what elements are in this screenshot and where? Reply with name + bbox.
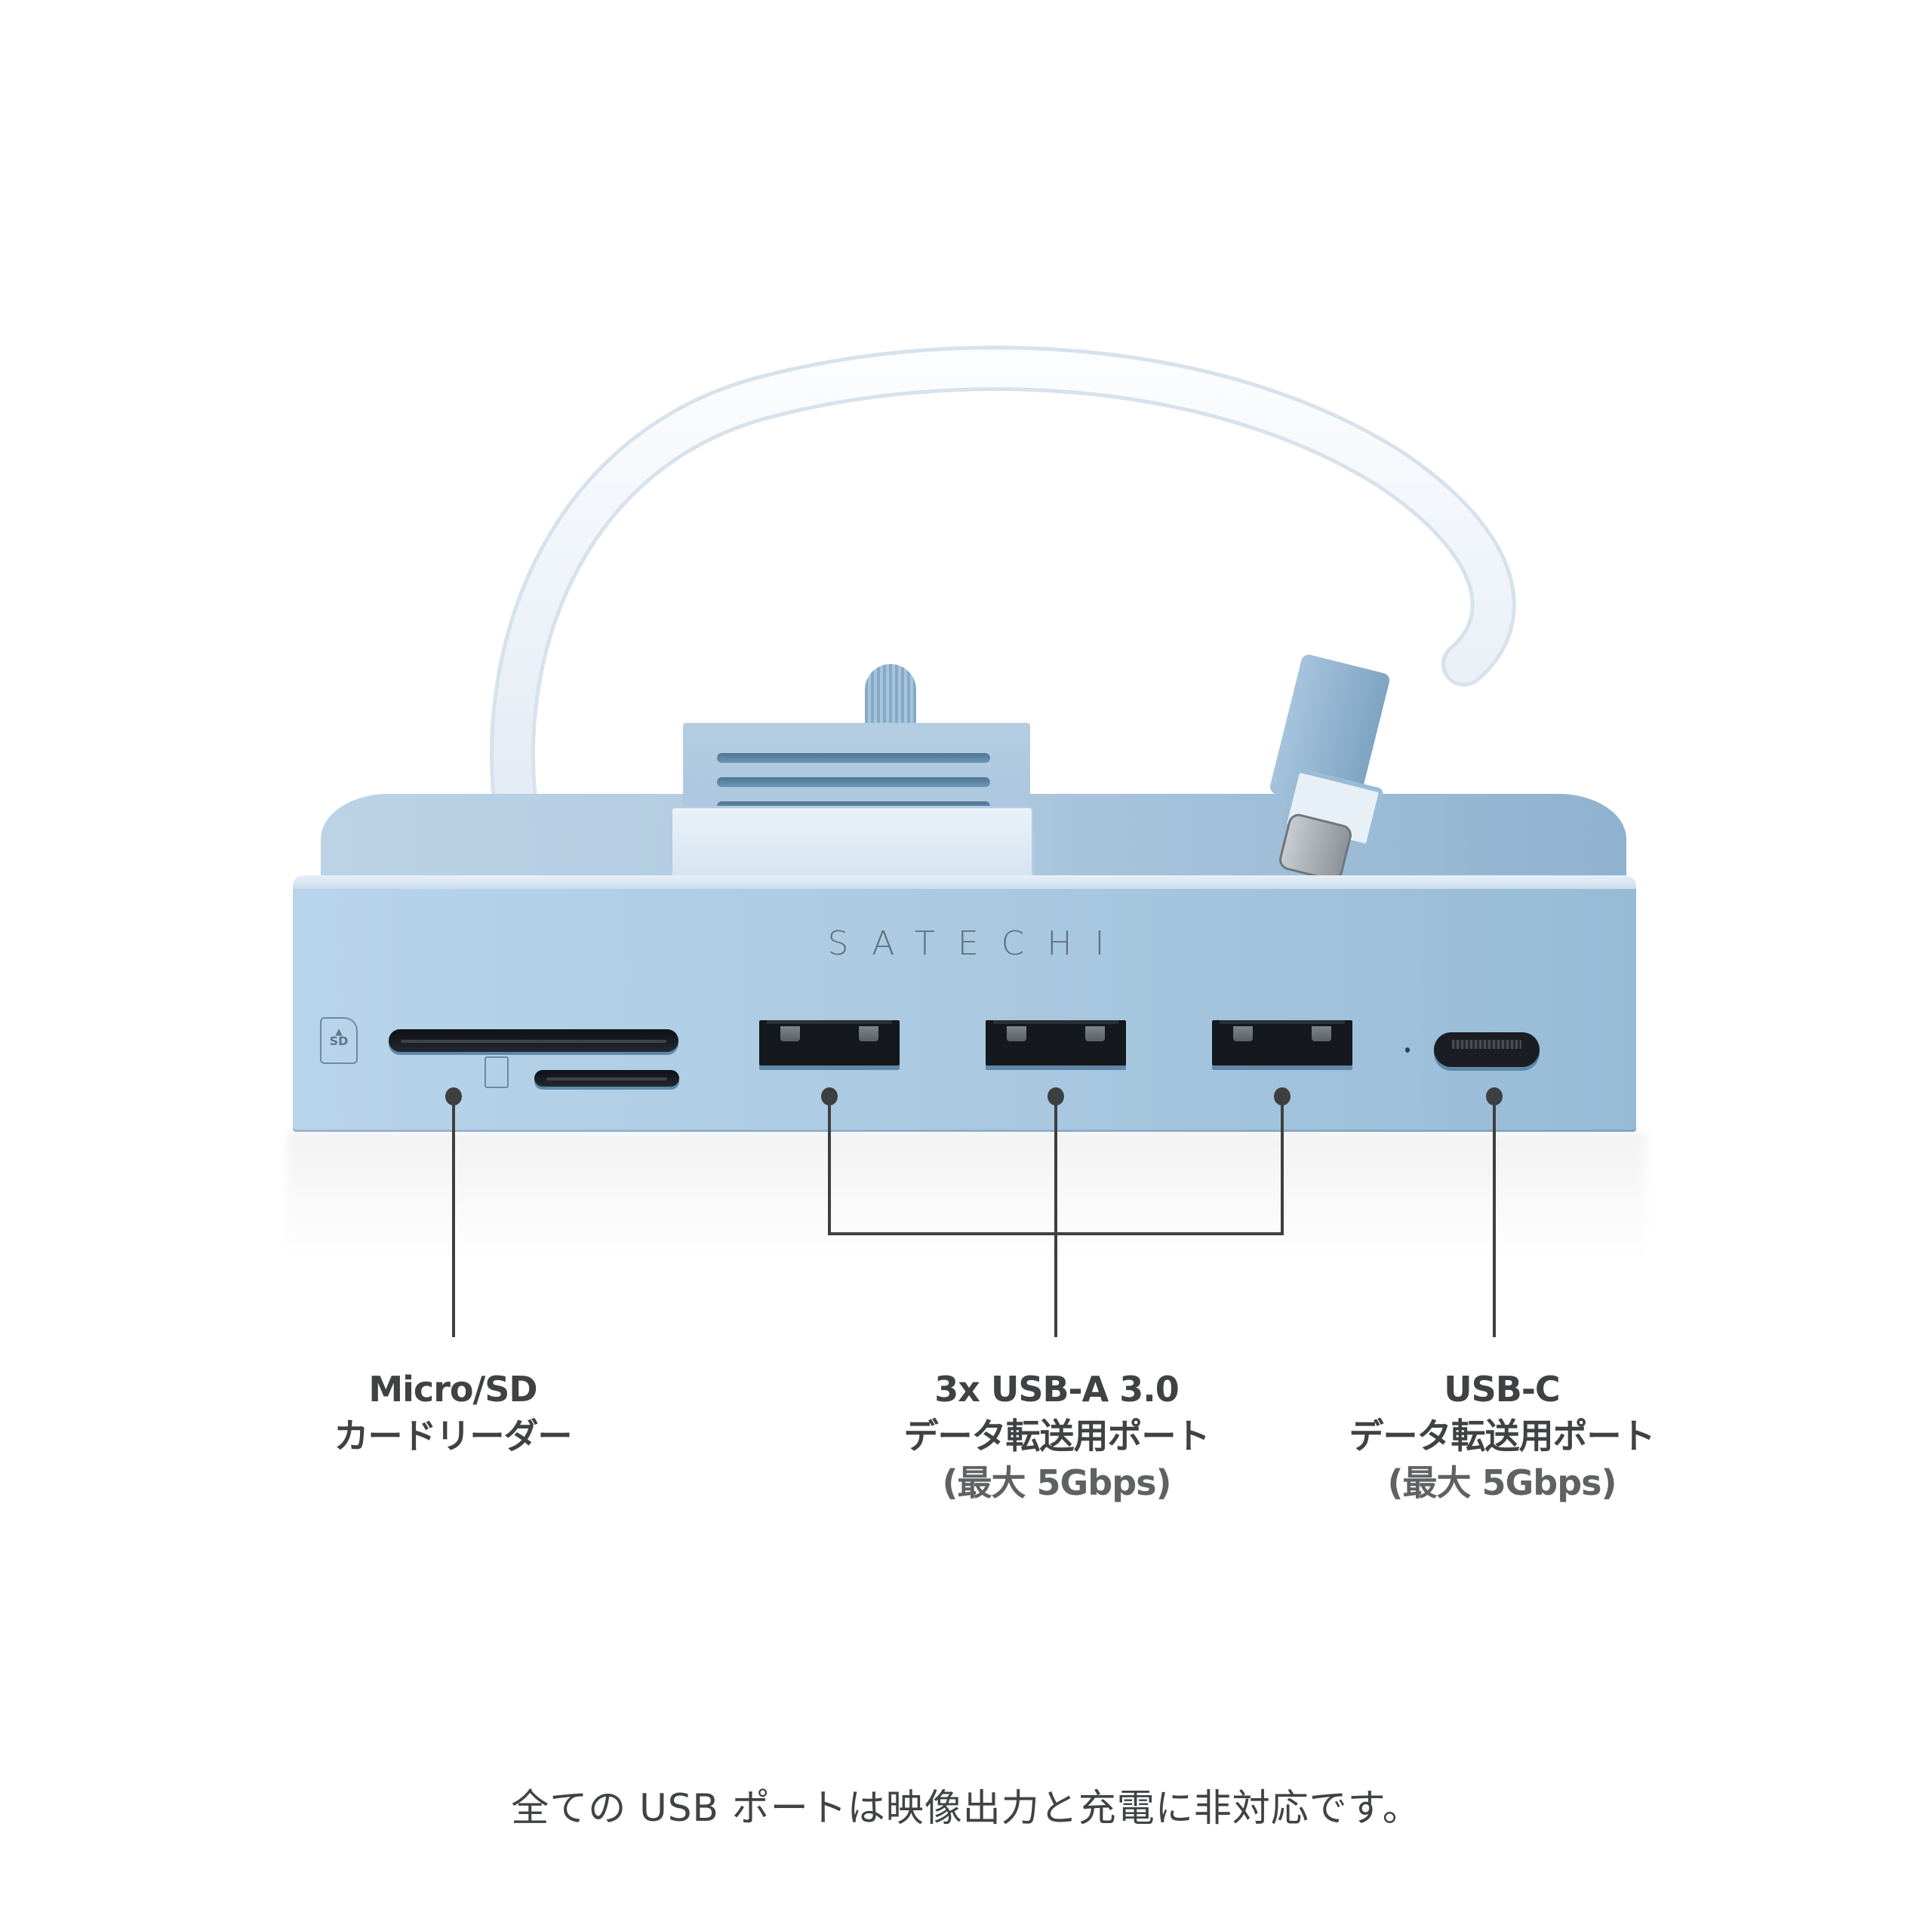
sd-card-icon-arrow: ▲ bbox=[335, 1026, 343, 1037]
callout-line-card-reader bbox=[452, 1102, 455, 1337]
microsd-card-slot[interactable] bbox=[534, 1070, 679, 1087]
callout-dot-usb-a-1 bbox=[821, 1087, 838, 1105]
callout-dot-usb-a-3 bbox=[1274, 1087, 1291, 1105]
callout-speed: (最大 5Gbps) bbox=[1387, 1462, 1617, 1503]
callout-dot-usb-c bbox=[1486, 1087, 1503, 1105]
port-tongue bbox=[993, 1020, 1118, 1024]
callout-description: データ転送用ポート bbox=[1349, 1416, 1656, 1456]
usb-c-port[interactable] bbox=[1434, 1032, 1540, 1067]
callout-title: USB-C bbox=[1444, 1369, 1560, 1410]
callout-line-usb-a-3 bbox=[1281, 1102, 1284, 1235]
brand-logo: SATECHI bbox=[827, 924, 1128, 963]
port-tongue bbox=[767, 1020, 892, 1024]
microsd-card-icon bbox=[485, 1056, 509, 1088]
sd-card-icon: ▲ SD bbox=[320, 1017, 358, 1064]
clamp-slot bbox=[717, 753, 990, 763]
usb-a-port-1[interactable] bbox=[759, 1020, 900, 1065]
callout-label-usb-a: 3x USB-A 3.0 データ転送用ポート (最大 5Gbps) bbox=[853, 1366, 1260, 1506]
port-tongue bbox=[1220, 1020, 1345, 1024]
port-spring-tab bbox=[1007, 1026, 1026, 1041]
hub-front-face bbox=[293, 889, 1636, 1132]
callout-speed: (最大 5Gbps) bbox=[942, 1462, 1171, 1503]
callout-bracket-usb-a bbox=[828, 1232, 1284, 1235]
callout-title: Micro/SD bbox=[368, 1369, 537, 1410]
port-spring-tab bbox=[1233, 1026, 1253, 1041]
callout-dot-card-reader bbox=[445, 1087, 462, 1105]
usb-a-port-3[interactable] bbox=[1212, 1020, 1352, 1065]
product-shadow bbox=[287, 1132, 1645, 1260]
port-spring-tab bbox=[1085, 1026, 1105, 1041]
port-spring-tab bbox=[780, 1026, 800, 1041]
callout-description: カードリーダー bbox=[334, 1416, 573, 1456]
callout-line-usb-c bbox=[1493, 1102, 1496, 1337]
status-led bbox=[1405, 1047, 1410, 1053]
clamp-slot bbox=[717, 777, 990, 787]
callout-label-card-reader: Micro/SD カードリーダー bbox=[287, 1366, 619, 1459]
footnote-disclaimer: 全ての USB ポートは映像出力と充電に非対応です。 bbox=[511, 1786, 1421, 1830]
hub-front-lip bbox=[293, 875, 1636, 892]
callout-line-usb-a-1 bbox=[828, 1102, 831, 1235]
port-spring-tab bbox=[859, 1026, 878, 1041]
usb-a-port-2[interactable] bbox=[986, 1020, 1126, 1065]
callout-description: データ転送用ポート bbox=[903, 1416, 1211, 1456]
sd-card-slot[interactable] bbox=[389, 1029, 678, 1052]
callout-line-usb-a-2 bbox=[1054, 1102, 1057, 1337]
port-spring-tab bbox=[1312, 1026, 1331, 1041]
sd-card-icon-label: SD bbox=[329, 1034, 349, 1048]
callout-dot-usb-a-2 bbox=[1048, 1087, 1064, 1105]
callout-title: 3x USB-A 3.0 bbox=[934, 1369, 1179, 1410]
callout-label-usb-c: USB-C データ転送用ポート (最大 5Gbps) bbox=[1298, 1366, 1706, 1506]
